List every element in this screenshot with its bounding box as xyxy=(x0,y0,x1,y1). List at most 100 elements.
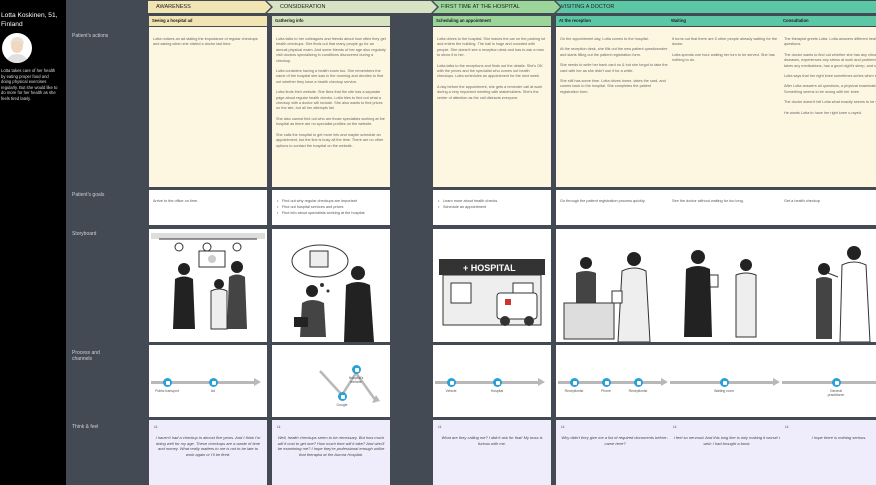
stage-title: Seeing a hospital ad xyxy=(149,16,267,26)
channel-label: Receptionist xyxy=(628,389,648,393)
channel-icon xyxy=(634,378,643,387)
stage-actions: On the appointment day, Lotta comes to t… xyxy=(556,27,674,187)
action-paragraph: Lotta talks to the receptions and finds … xyxy=(437,63,543,79)
stage-title: Gathering info xyxy=(272,16,390,26)
website-icon xyxy=(352,365,361,374)
channel-icon xyxy=(570,378,579,387)
phase-consideration: CONSIDERATION xyxy=(280,4,326,10)
action-paragraph: The doctor wants to find out whether she… xyxy=(784,52,876,68)
stage-goals: Learn more about health checksSchedule a… xyxy=(433,190,551,225)
stage-actions: Lotta talks to her colleagues and friend… xyxy=(272,27,390,187)
row-label-process: Process and channels xyxy=(72,350,100,362)
phase-arrow-awareness xyxy=(148,1,271,13)
action-paragraph: It turns out that there are 5 other peop… xyxy=(672,37,778,47)
process-channels: General practitioner xyxy=(780,345,876,417)
process-channels: Receptionist Phone Receptionist xyxy=(556,345,674,417)
storyboard-illustration xyxy=(149,229,267,342)
think-feel-cell: “I haven't had a checkup in almost five … xyxy=(149,420,267,485)
action-paragraph: Lotta notices an ad stating the importan… xyxy=(153,37,258,47)
action-paragraph: After Lotta answers all questions, a phy… xyxy=(784,84,876,94)
row-label-goals: Patient's goals xyxy=(72,192,105,198)
stage-title: At the reception xyxy=(556,16,674,26)
goal-item: Schedule an appointment xyxy=(437,204,547,210)
stage-title: Consultation xyxy=(780,16,876,26)
goal-item: Learn more about health checks xyxy=(437,198,547,204)
stage-goals: Get a health checkup xyxy=(780,190,876,225)
phase-arrows xyxy=(148,1,876,13)
arrow-head xyxy=(254,378,261,386)
channel-label: General practitioner xyxy=(827,389,845,397)
think-quote: Well, health checkups seem to be necessa… xyxy=(277,435,385,457)
goal-item: Find out why regular checkups are import… xyxy=(276,198,386,204)
quote-mark-icon: “ xyxy=(561,424,565,436)
storyboard-illustration xyxy=(272,229,390,342)
goal-item: See the doctor without waiting for too l… xyxy=(672,199,744,203)
think-feel-cell: “I hope there is nothing serious. xyxy=(780,420,876,485)
channel-label: Ad xyxy=(210,389,216,393)
persona-avatar xyxy=(2,33,32,63)
channel-icon xyxy=(832,378,841,387)
channel-label: Phone xyxy=(601,389,611,393)
row-labels: Patient's actions Patient's goals Storyb… xyxy=(66,0,148,485)
action-paragraph: Lotta spends one hour waiting her turn t… xyxy=(672,52,775,63)
action-paragraph: She also cannot find out who are those s… xyxy=(276,116,385,127)
arrow-head xyxy=(661,378,668,386)
think-quote: I feel so nervous! And this long line is… xyxy=(673,435,781,446)
phase-first-time: FIRST TIME AT THE HOSPITAL xyxy=(441,4,520,10)
row-label-actions: Patient's actions xyxy=(72,33,109,39)
quote-mark-icon: “ xyxy=(438,424,442,436)
goal-item: Go through the patient registration proc… xyxy=(560,199,646,203)
action-paragraph: Lotta considers having a health exam too… xyxy=(276,69,384,84)
stage-goals: Arrive to the office on time. xyxy=(149,190,267,225)
action-paragraph: Lotta finds their website. She likes tha… xyxy=(276,90,383,111)
action-paragraph: She needs to write her bank card no & bu… xyxy=(560,63,668,73)
quote-mark-icon: “ xyxy=(277,424,281,436)
stage-actions: The therapist greets Lotta. Lotta answer… xyxy=(780,27,876,187)
think-feel-cell: “Why didn't they give me a list of requi… xyxy=(556,420,674,485)
persona-name: Lotta Koskinen, 51, Finland xyxy=(1,12,58,28)
action-paragraph: She still has some time. Lotta drives ho… xyxy=(560,79,666,94)
row-label-storyboard: Storyboard xyxy=(72,231,97,237)
action-paragraph: The doctor doesn't tell Lotta what exact… xyxy=(784,100,876,105)
process-diagram xyxy=(319,370,380,403)
channel-label: Google xyxy=(336,403,348,407)
channel-label: Vehicle xyxy=(445,389,457,393)
channel-label: Hospital xyxy=(490,389,504,393)
quote-mark-icon: “ xyxy=(154,424,158,436)
action-paragraph: Lotta drives to the hospital. She leaves… xyxy=(437,37,546,58)
phase-awareness: AWARENESS xyxy=(156,4,191,10)
phase-arrow-visiting xyxy=(556,1,876,13)
phase-visiting: VISITING A DOCTOR xyxy=(561,4,615,10)
channel-icon xyxy=(493,378,502,387)
action-paragraph: Lotta says that her right knee sometimes… xyxy=(784,74,876,79)
think-feel-cell: “Well, health checkups seem to be necess… xyxy=(272,420,390,485)
svg-text:+ HOSPITAL: + HOSPITAL xyxy=(463,263,516,273)
storyboard-illustration xyxy=(668,229,786,342)
action-paragraph: Lotta talks to her colleagues and friend… xyxy=(276,37,386,63)
channel-label: Hospital's website xyxy=(348,376,364,384)
action-paragraph: She calls the hospital to get more info … xyxy=(276,132,384,148)
stage-goals: Go through the patient registration proc… xyxy=(556,190,674,225)
phase-bar: AWARENESS CONSIDERATION FIRST TIME AT TH… xyxy=(148,0,876,13)
storyboard-illustration xyxy=(556,229,674,342)
arrow-head xyxy=(773,378,780,386)
goal-item: Arrive to the office on time. xyxy=(153,199,199,203)
think-quote: Why didn't they give me a list of requir… xyxy=(561,435,669,446)
action-paragraph: At the reception desk, she fills out the… xyxy=(560,47,668,57)
channel-icon xyxy=(163,378,172,387)
channel-icon xyxy=(209,378,218,387)
channel-label: Receptionist xyxy=(564,389,584,393)
think-quote: What are they calling me? I didn't ask f… xyxy=(441,435,543,446)
google-icon xyxy=(338,392,347,401)
row-label-think: Think & feel xyxy=(72,424,99,430)
process-arrow xyxy=(151,381,255,384)
action-paragraph: He wants Lotta to have her right knee x-… xyxy=(784,110,862,115)
storyboard-illustration: + HOSPITAL xyxy=(433,229,551,342)
process-arrow xyxy=(782,381,876,384)
process-channels: Vehicle Hospital xyxy=(433,345,551,417)
goal-item: Find info about specialists working at t… xyxy=(276,210,386,216)
think-feel-cell: “What are they calling me? I didn't ask … xyxy=(433,420,551,485)
